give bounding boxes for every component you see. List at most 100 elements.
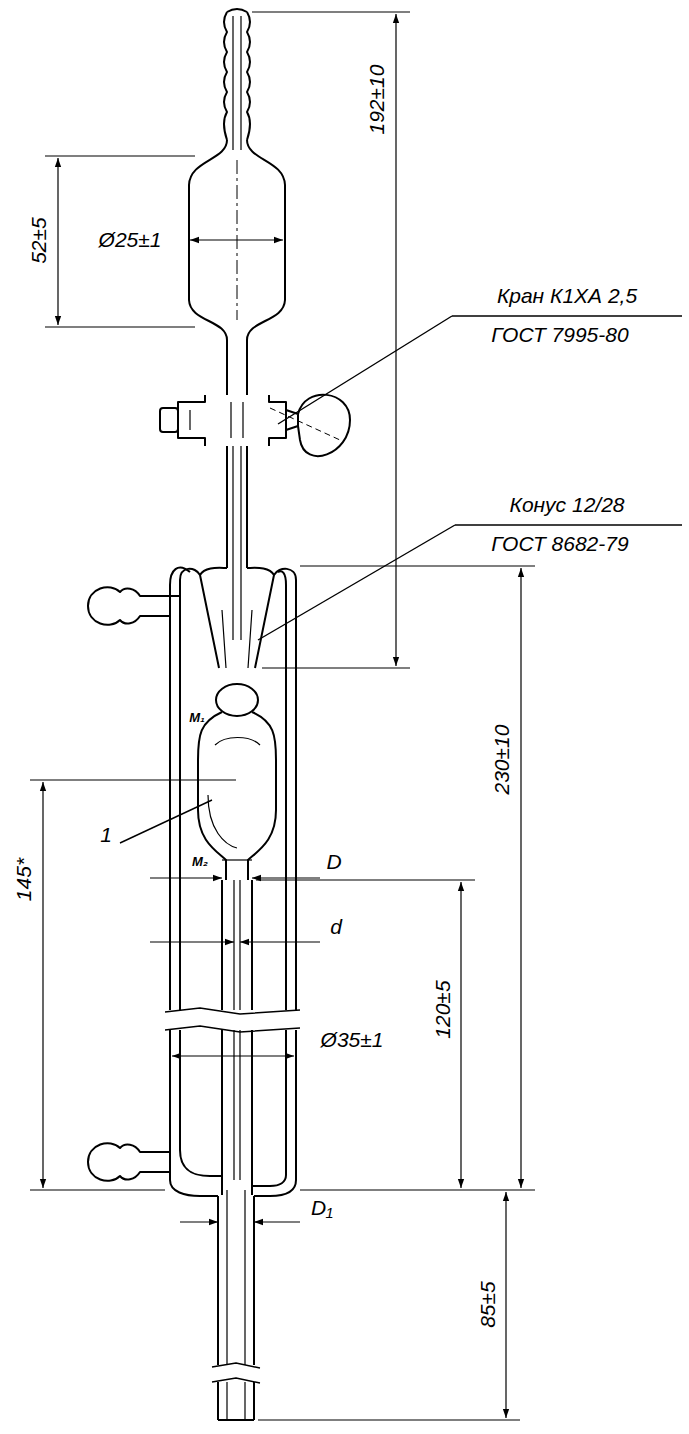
dimension-lines (190, 239, 283, 240)
dimension-lines (30, 12, 535, 1420)
glass-outline (217, 1382, 219, 1420)
glass-outline (179, 1030, 181, 1150)
dimension-lines (180, 1221, 218, 1222)
dimension-lines (30, 779, 236, 780)
glass-outline (233, 880, 234, 1010)
dimension-label: 52±5 (26, 216, 49, 267)
glass-outline (295, 580, 297, 1010)
glass-outline (232, 16, 233, 150)
glass-outline (212, 1378, 260, 1383)
glass-outline (226, 1382, 227, 1420)
glass-outline (215, 738, 260, 746)
dimension-lines (30, 1189, 165, 1190)
glass-outline (221, 880, 223, 1010)
glass-outline (278, 571, 286, 585)
dimension-label: Ø35±1 (319, 1028, 386, 1051)
dimension-lines (150, 877, 222, 878)
glass-outline (165, 1026, 300, 1032)
dimension-lines (150, 941, 234, 942)
glass-outline (295, 1030, 297, 1180)
dimension-label: 230±10 (490, 723, 513, 797)
dimension-lines (300, 1189, 535, 1190)
glass-outline (218, 1419, 254, 1421)
glass-outline (169, 1030, 171, 1180)
dimension-lines (395, 14, 396, 666)
glass-outline (224, 12, 227, 140)
glass-outline (226, 1190, 227, 1365)
dimension-lines (258, 1419, 520, 1420)
glass-outline (254, 1180, 296, 1196)
dimension-lines (45, 155, 195, 156)
glass-outline (189, 410, 190, 430)
dimension-label: 192±10 (365, 63, 388, 137)
glass-outline (222, 859, 252, 860)
dimension-lines (256, 879, 475, 880)
glass-outline (240, 16, 241, 150)
dimension-lines (57, 158, 58, 325)
glass-outline (212, 1363, 260, 1368)
glass-outline (226, 446, 228, 568)
glass-outline (248, 712, 276, 880)
glass-outline (222, 610, 252, 668)
glass-outline (252, 1175, 286, 1186)
leader-lines (455, 524, 682, 525)
dimension-label: D₁ (309, 1196, 335, 1219)
glass-outline (251, 880, 253, 1010)
glass-outline (178, 395, 205, 446)
part-spec: Конус 12/28 (508, 493, 627, 516)
leader-lines (278, 316, 452, 424)
dimension-lines (505, 1192, 506, 1418)
glass-outline (253, 1382, 255, 1420)
dimension-label: d (328, 915, 344, 938)
mark-label: M₁ (187, 711, 206, 725)
dimension-lines (520, 568, 521, 1188)
glass-outline (88, 1143, 170, 1181)
glass-outline (244, 1190, 245, 1365)
dimension-lines (45, 326, 195, 327)
standard-ref: ГОСТ 7995-80 (489, 323, 630, 346)
glass-outline (160, 408, 178, 432)
leader-lines (120, 316, 682, 843)
dimension-lines (172, 1055, 294, 1056)
leader-lines (452, 315, 682, 316)
dimension-label: 120±5 (430, 979, 453, 1041)
glass-outline (253, 1196, 255, 1365)
glass-outline (246, 340, 248, 395)
dimension-lines (254, 1221, 300, 1222)
dimension-lines (300, 565, 535, 566)
glass-outline (221, 1030, 223, 1195)
dimension-lines (252, 11, 410, 12)
callout-number: 1 (98, 823, 114, 846)
glass-outline (244, 1382, 245, 1420)
glass-outline (298, 395, 350, 456)
glass-outline (239, 880, 240, 1010)
dimension-lines (42, 782, 43, 1188)
dimension-label: 85±5 (475, 1280, 498, 1331)
dimension-lines (460, 882, 461, 1188)
glass-outline (247, 12, 250, 140)
leader-lines (258, 525, 455, 640)
dimension-lines (252, 877, 320, 878)
glass-outline (208, 795, 237, 848)
mark-label: M₂ (190, 855, 210, 869)
glass-outline (240, 446, 241, 640)
glass-outline (246, 446, 248, 568)
glass-outline (270, 408, 340, 440)
glass-outline (242, 402, 243, 438)
glass-outline (226, 340, 228, 395)
glass-outline (233, 1030, 234, 1180)
glass-outline (170, 568, 190, 1010)
glass-outline (251, 1030, 253, 1195)
glass-outline (88, 9, 350, 1420)
standard-ref: ГОСТ 8682-79 (489, 532, 630, 555)
glass-outline (88, 587, 170, 625)
leader-lines (120, 800, 212, 843)
glass-outline (230, 402, 231, 438)
glass-outline (170, 1180, 218, 1196)
dimension-label: 145* (12, 856, 35, 903)
dimension-label: Ø25±1 (97, 228, 164, 251)
glass-outline (227, 9, 247, 12)
glass-outline (285, 1030, 287, 1175)
dimension-lines (240, 941, 320, 942)
